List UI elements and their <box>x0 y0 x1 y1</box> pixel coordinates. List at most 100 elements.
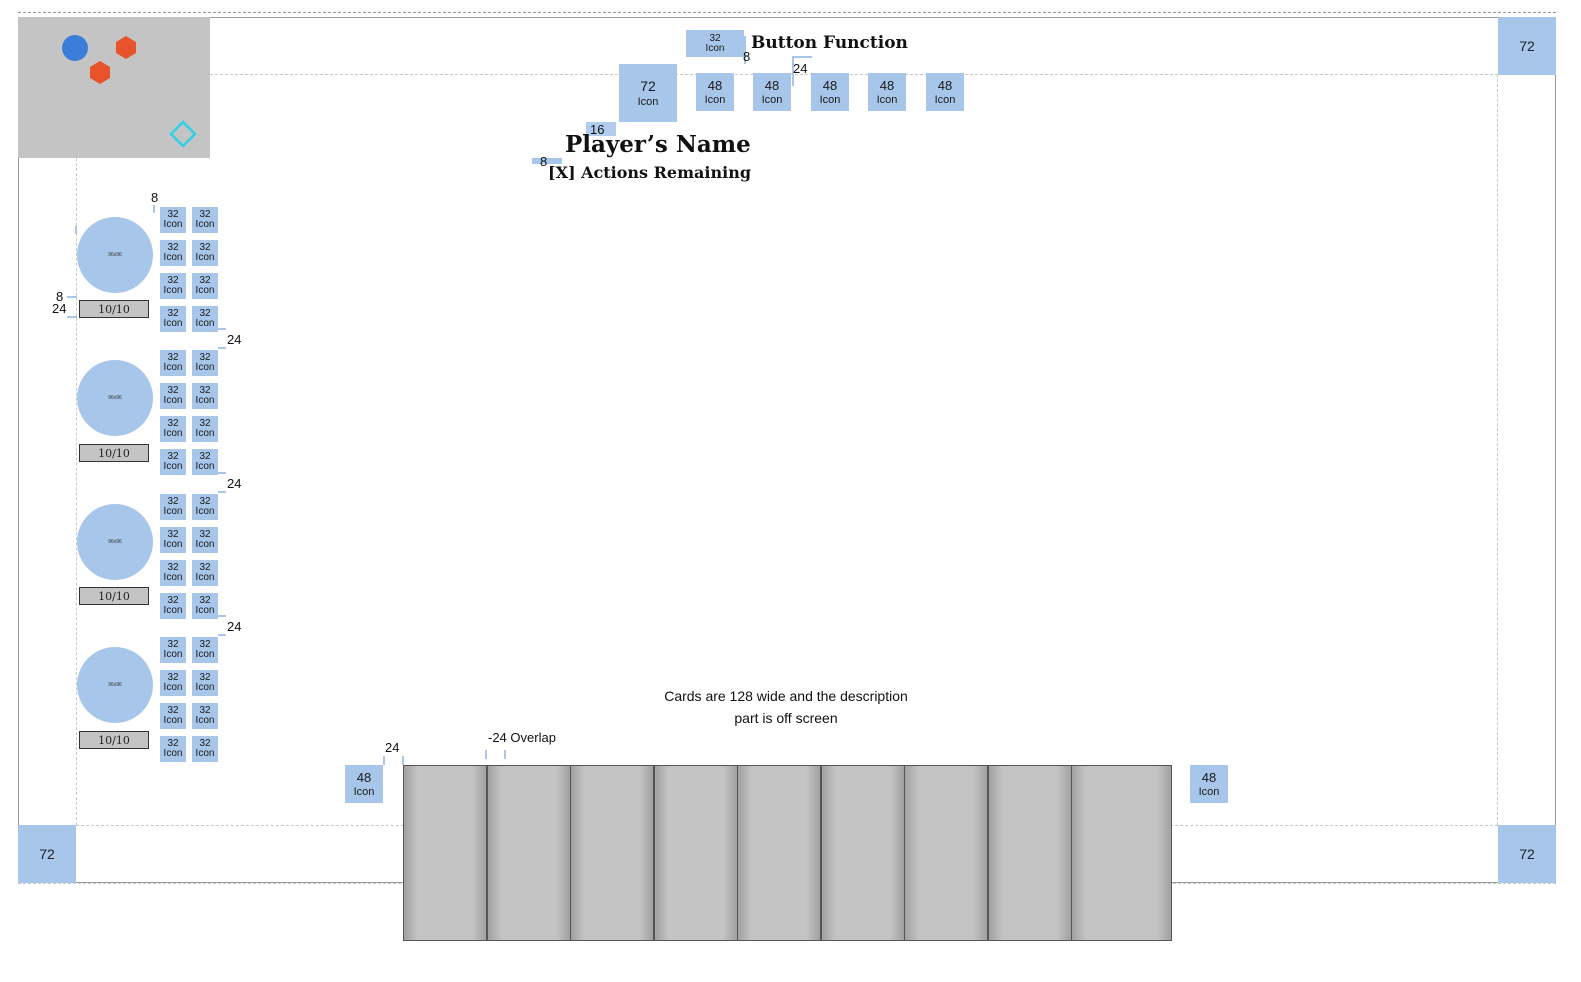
icon-label: Icon <box>163 219 183 230</box>
action-icon[interactable]: 48 Icon <box>811 73 849 111</box>
button-function-icon[interactable]: 32 Icon <box>686 30 744 57</box>
hand-card[interactable] <box>1071 765 1172 941</box>
icon-size-label: 32 <box>199 275 211 286</box>
action-icon[interactable]: 48 Icon <box>753 73 791 111</box>
icon-size-label: 48 <box>822 77 838 93</box>
action-icon[interactable]: 48 Icon <box>868 73 906 111</box>
icon-size-label: 48 <box>356 769 372 785</box>
icon-size-label: 32 <box>167 451 179 462</box>
icon-label: Icon <box>163 395 183 406</box>
hand-card[interactable] <box>653 765 738 941</box>
corner-button-top-right[interactable]: 72 <box>1498 17 1556 75</box>
icon-label: Icon <box>163 506 183 517</box>
icon-label: Icon <box>163 605 183 616</box>
icon-size-label: 32 <box>199 639 211 650</box>
hp-value: 10/10 <box>98 302 130 316</box>
spacing-marker <box>586 122 616 136</box>
action-icon[interactable]: 48 Icon <box>696 73 734 111</box>
icon-size-label: 32 <box>199 595 211 606</box>
icon-label: Icon <box>704 93 726 106</box>
hand-card[interactable] <box>904 765 988 941</box>
spacing-label: 24 <box>227 332 242 347</box>
spacing-marker <box>67 296 77 298</box>
party-member-portrait[interactable]: 96x96 <box>77 217 153 293</box>
player-portrait-icon[interactable]: 72 Icon <box>619 64 677 122</box>
icon-size-label: 32 <box>199 418 211 429</box>
party-member-hp: 10/10 <box>79 587 149 605</box>
icon-label: Icon <box>195 219 215 230</box>
party-member-portrait[interactable]: 96x96 <box>77 647 153 723</box>
hand-scroll-right-button[interactable]: 48 Icon <box>1190 765 1228 803</box>
action-icon[interactable]: 48 Icon <box>926 73 964 111</box>
icon-label: Icon <box>195 362 215 373</box>
icon-size-label: 32 <box>199 738 211 749</box>
icon-size-label: 48 <box>1201 769 1217 785</box>
icon-size-label: 32 <box>199 242 211 253</box>
corner-size-label: 72 <box>39 846 55 862</box>
spacing-label: 8 <box>56 289 64 304</box>
icon-label: Icon <box>195 539 215 550</box>
party-member-hp: 10/10 <box>79 300 149 318</box>
spacing-marker <box>218 634 226 636</box>
icon-size-label: 32 <box>199 562 211 573</box>
hand-card[interactable] <box>737 765 821 941</box>
hand-card[interactable] <box>570 765 654 941</box>
player-name: Player’s Name <box>565 131 751 158</box>
hp-value: 10/10 <box>98 733 130 747</box>
spacing-label: 8 <box>151 190 159 205</box>
hand-card[interactable] <box>403 765 487 941</box>
hand-note-line: part is off screen <box>734 710 838 726</box>
enemy-marker <box>90 61 110 84</box>
spacing-label: 8 <box>743 49 751 64</box>
party-member-portrait[interactable]: 96x96 <box>77 504 153 580</box>
hand-card[interactable] <box>987 765 1072 941</box>
icon-size-label: 32 <box>199 705 211 716</box>
spacing-marker <box>218 328 226 330</box>
spacing-marker <box>75 226 77 234</box>
hp-value: 10/10 <box>98 589 130 603</box>
hand-card[interactable] <box>820 765 905 941</box>
icon-size-label: 32 <box>167 242 179 253</box>
spacing-marker <box>218 347 226 349</box>
hand-card[interactable] <box>486 765 571 941</box>
party-member-portrait[interactable]: 96x96 <box>77 360 153 436</box>
corner-button-bottom-right[interactable]: 72 <box>1498 825 1556 883</box>
hand-scroll-left-button[interactable]: 48 Icon <box>345 765 383 803</box>
portrait-size-label: 96x96 <box>108 395 122 401</box>
corner-button-bottom-left[interactable]: 72 <box>18 825 76 883</box>
minimap[interactable] <box>18 17 210 158</box>
spacing-marker <box>532 158 562 164</box>
